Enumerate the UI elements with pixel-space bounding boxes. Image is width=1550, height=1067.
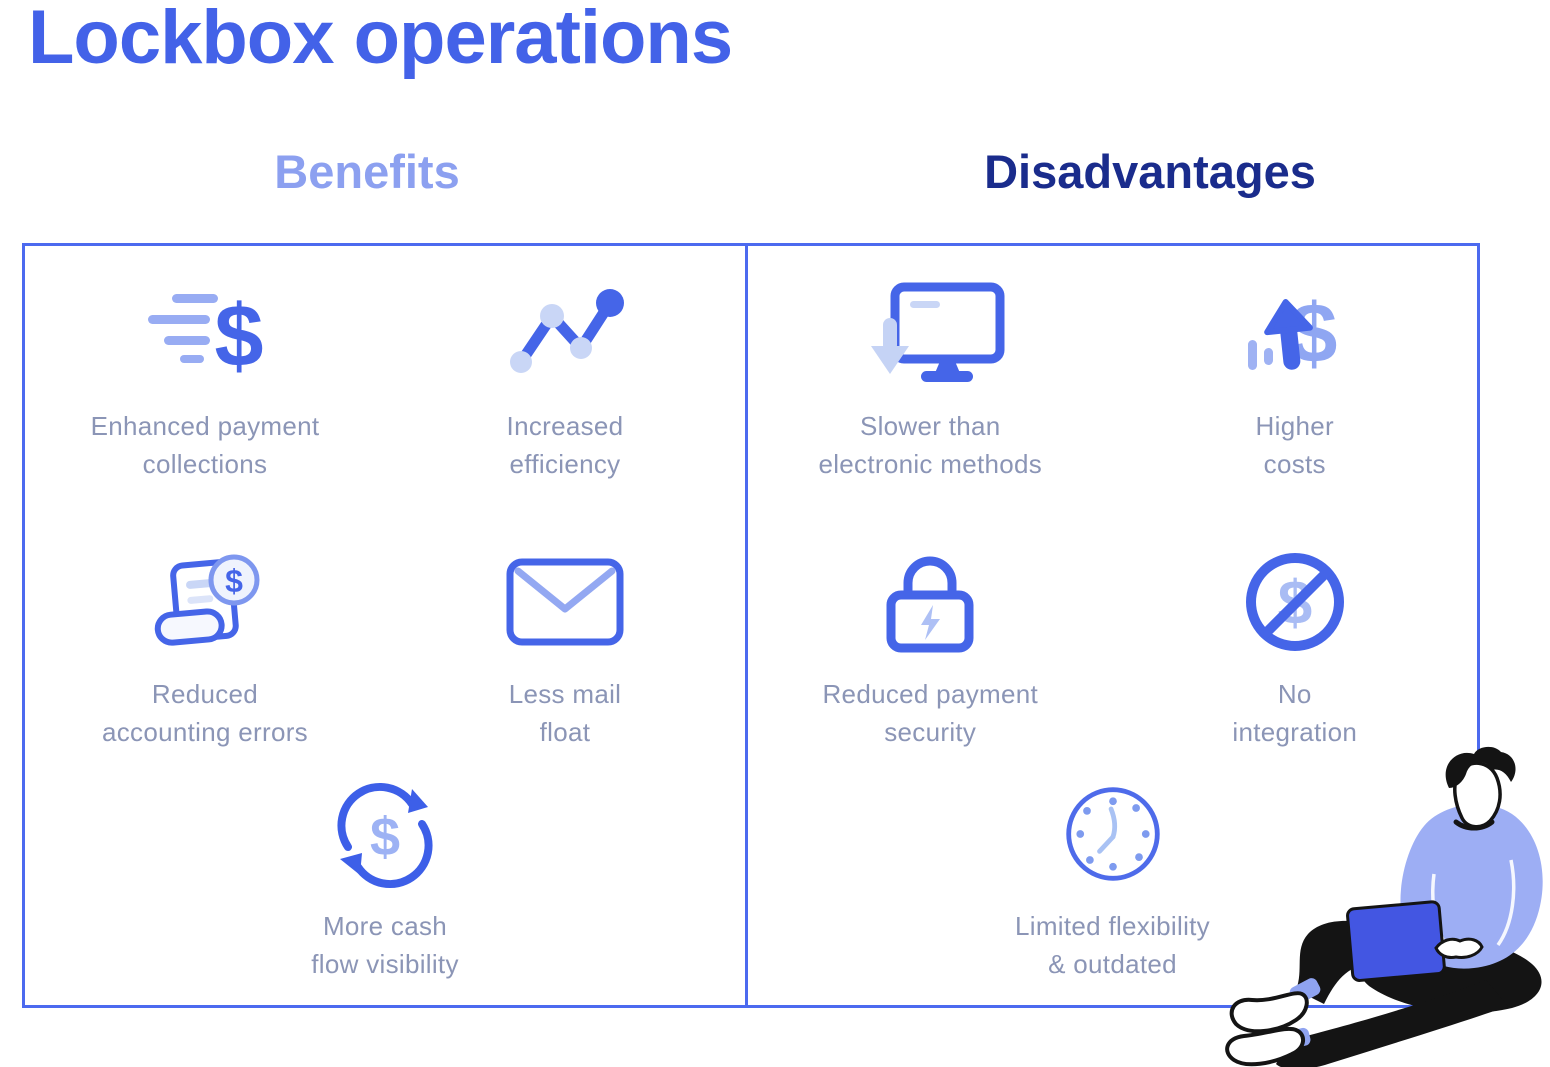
benefit-label: Less mail float bbox=[509, 676, 622, 751]
disadvantage-label: Slower than electronic methods bbox=[818, 408, 1042, 483]
disadvantage-item: $ No integration bbox=[1113, 514, 1478, 782]
label-line: efficiency bbox=[509, 448, 621, 479]
cash-cycle-icon: $ bbox=[326, 782, 444, 888]
monitor-slow-icon bbox=[855, 282, 1005, 386]
benefits-column: $ Enhanced payment collections bbox=[25, 246, 745, 1005]
benefit-item: $ Enhanced payment collections bbox=[25, 246, 385, 514]
rising-costs-icon: $ bbox=[1236, 282, 1354, 386]
label-line: Reduced bbox=[151, 679, 259, 709]
lock-bolt-icon bbox=[874, 550, 986, 654]
disadvantages-header: Disadvantages bbox=[984, 145, 1316, 198]
label-line: security bbox=[884, 716, 977, 747]
benefit-item: Less mail float bbox=[385, 514, 745, 782]
column-divider bbox=[745, 246, 748, 1005]
envelope-icon bbox=[506, 550, 624, 654]
benefit-label: Increased efficiency bbox=[507, 408, 624, 483]
speeding-dollar-icon: $ bbox=[146, 282, 264, 386]
benefit-label: Enhanced payment collections bbox=[91, 408, 320, 483]
label-line: Higher bbox=[1255, 411, 1334, 441]
benefits-header: Benefits bbox=[274, 145, 460, 198]
clock-icon bbox=[1061, 782, 1165, 886]
disadvantage-item: $ Higher costs bbox=[1113, 246, 1478, 514]
dollar-glyph: $ bbox=[370, 807, 400, 867]
comparison-board: $ Enhanced payment collections bbox=[22, 243, 1480, 1008]
benefit-item: $ More cash flow visibility bbox=[25, 782, 745, 1005]
benefit-item: $ Reduced accounting errors bbox=[25, 514, 385, 782]
label-line: integration bbox=[1232, 716, 1358, 747]
benefit-label: More cash flow visibility bbox=[311, 908, 459, 983]
efficiency-chart-icon bbox=[507, 282, 624, 386]
man-with-laptop-illustration bbox=[1225, 746, 1543, 1067]
no-dollar-icon: $ bbox=[1241, 550, 1349, 654]
label-line: accounting errors bbox=[102, 716, 308, 747]
disadvantages-column: Slower than electronic methods $ bbox=[748, 246, 1477, 1005]
page-title: Lockbox operations bbox=[28, 0, 733, 80]
disadvantage-item: Slower than electronic methods bbox=[748, 246, 1113, 514]
benefit-item: Increased efficiency bbox=[385, 246, 745, 514]
label-line: Increased bbox=[506, 411, 624, 441]
receipt-dollar-icon: $ bbox=[146, 550, 264, 654]
label-line: costs bbox=[1263, 448, 1326, 479]
label-line: collections bbox=[142, 448, 268, 479]
disadvantage-label: No integration bbox=[1232, 676, 1357, 751]
disadvantage-label: Higher costs bbox=[1256, 408, 1334, 483]
disadvantage-item: Limited flexibility & outdated bbox=[748, 782, 1477, 1005]
label-line: More cash bbox=[322, 911, 448, 941]
label-line: Slower than bbox=[859, 411, 1001, 441]
label-line: Limited flexibility bbox=[1015, 911, 1210, 941]
dollar-glyph: $ bbox=[215, 286, 264, 385]
label-line: Reduced payment bbox=[822, 679, 1039, 709]
label-line: Less mail bbox=[508, 679, 622, 709]
disadvantage-label: Reduced payment security bbox=[822, 676, 1038, 751]
disadvantage-item: Reduced payment security bbox=[748, 514, 1113, 782]
label-line: flow visibility bbox=[311, 948, 459, 979]
benefit-label: Reduced accounting errors bbox=[102, 676, 308, 751]
dollar-glyph: $ bbox=[225, 563, 243, 599]
label-line: Enhanced payment bbox=[90, 411, 320, 441]
label-line: electronic methods bbox=[818, 448, 1043, 479]
disadvantage-label: Limited flexibility & outdated bbox=[1015, 908, 1210, 983]
label-line: No bbox=[1277, 679, 1312, 709]
label-line: float bbox=[539, 716, 591, 747]
label-line: & outdated bbox=[1048, 948, 1177, 979]
